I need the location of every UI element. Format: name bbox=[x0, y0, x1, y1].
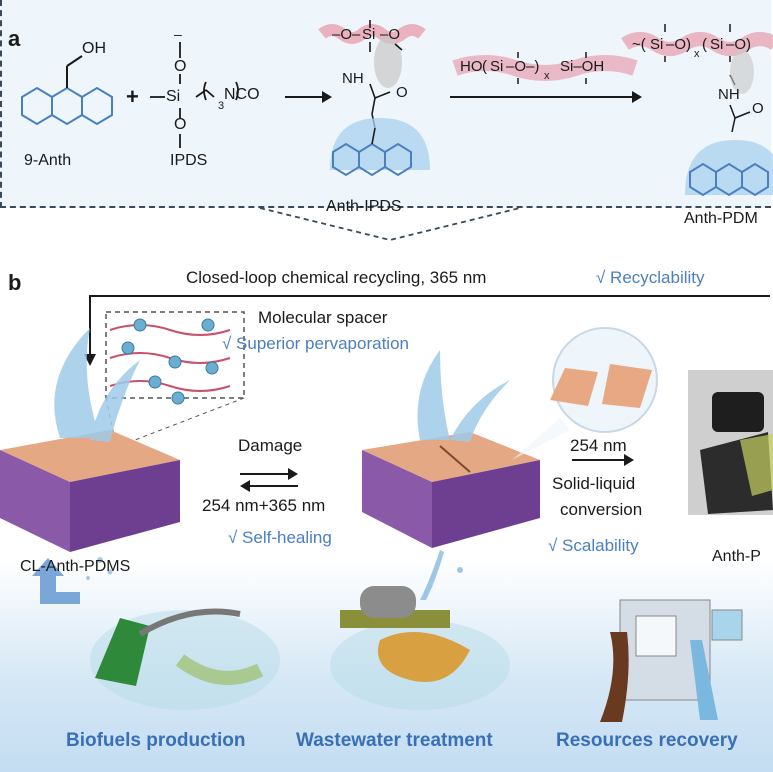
repeat-x: x bbox=[544, 70, 550, 82]
panel-a-scheme bbox=[21, 20, 773, 241]
application-biofuels: Biofuels production bbox=[66, 730, 246, 751]
cl-anth-pdms-label: CL-Anth-PDMS bbox=[20, 558, 131, 575]
recycling-label: Closed-loop chemical recycling, 365 nm bbox=[186, 268, 487, 287]
superior-pervaporation-label: √ Superior pervaporation bbox=[222, 334, 409, 353]
application-wastewater: Wastewater treatment bbox=[296, 730, 493, 751]
ipds-oxygen-bottom: O bbox=[174, 116, 187, 133]
product-si-1: Si bbox=[650, 36, 664, 53]
solid-liquid-label-2: conversion bbox=[560, 500, 643, 519]
recyclability-label: √ Recyclability bbox=[596, 268, 705, 287]
self-healing-label: √ Self-healing bbox=[228, 528, 332, 547]
panel-b-schematic bbox=[0, 295, 773, 722]
ipds-subscript: 3 bbox=[218, 100, 225, 112]
pdms-repeat-si: Si bbox=[490, 58, 504, 75]
silanol-ho-label: HO bbox=[460, 58, 483, 75]
anth-p-label: Anth-P bbox=[712, 548, 761, 565]
wastewater-illustration bbox=[330, 586, 510, 710]
molecular-spacer-label: Molecular spacer bbox=[258, 308, 388, 327]
compound-ipds: IPDS bbox=[170, 152, 208, 169]
anth-ipds-nh: NH bbox=[342, 70, 364, 87]
isocyanate-label: NCO bbox=[224, 86, 260, 103]
compound-anth-pdms: Anth-PDM bbox=[684, 210, 758, 227]
ipds-silicon: Si bbox=[166, 88, 181, 105]
fuel-nozzle-illustration bbox=[90, 608, 280, 710]
ipds-oxygen-top: O bbox=[174, 58, 187, 75]
uv-254-label: 254 nm bbox=[570, 436, 627, 455]
application-resources: Resources recovery bbox=[556, 730, 738, 751]
silanol-end: Si–OH bbox=[560, 58, 605, 75]
plus-sign: + bbox=[126, 84, 139, 109]
anth-ipds-carbonyl-o: O bbox=[396, 84, 408, 101]
anthracene-9-anth bbox=[21, 86, 113, 126]
compound-anth-ipds: Anth-IPDS bbox=[326, 198, 402, 215]
ipds-structure bbox=[150, 42, 239, 148]
panel-a-letter: a bbox=[8, 26, 21, 51]
hydroxyl-label: OH bbox=[82, 40, 106, 57]
product-nh: NH bbox=[718, 86, 740, 103]
product-x: x bbox=[694, 48, 700, 60]
healing-wavelength-label: 254 nm+365 nm bbox=[202, 496, 326, 515]
scalability-label: √ Scalability bbox=[548, 536, 639, 555]
panel-b-letter: b bbox=[8, 270, 22, 295]
anth-ipds-silicon: Si bbox=[362, 26, 376, 43]
compound-9-anth: 9-Anth bbox=[24, 152, 72, 169]
resources-recovery-illustration bbox=[600, 599, 743, 722]
product-carbonyl-o: O bbox=[752, 100, 764, 117]
solid-liquid-label-1: Solid-liquid bbox=[552, 474, 636, 493]
product-si-2: Si bbox=[710, 36, 724, 53]
damage-label: Damage bbox=[238, 436, 303, 455]
